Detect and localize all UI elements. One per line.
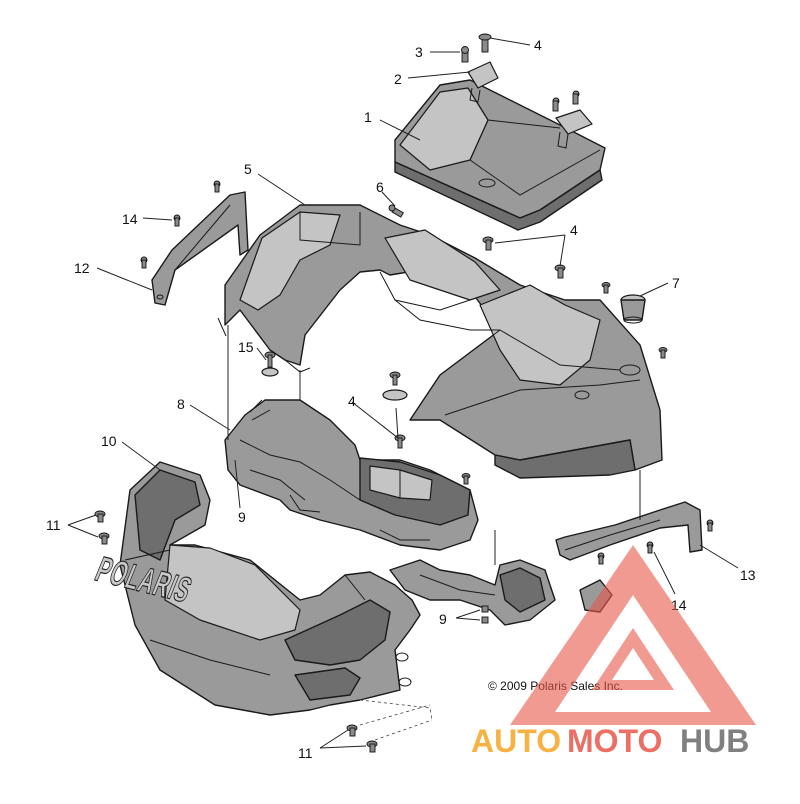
hood-part-1 <box>394 79 606 231</box>
callout-labels: 1 2 3 4 5 6 4 7 14 12 15 8 4 10 9 11 9 1… <box>46 37 756 761</box>
callout-2: 2 <box>394 71 402 87</box>
side-bracket-part-13 <box>555 501 703 561</box>
rivets-part-11-bottom <box>346 724 378 753</box>
screw-washer-part-15 <box>261 351 279 377</box>
callout-11-bottom: 11 <box>298 745 313 761</box>
watermark-text-auto: AUTO <box>471 723 561 759</box>
callout-6: 6 <box>376 179 384 195</box>
hood-hinge-left-part-2 <box>467 61 499 103</box>
front-bumper-part-10: POLARIS <box>90 461 421 716</box>
callout-15: 15 <box>238 339 254 355</box>
callout-13: 13 <box>740 567 756 583</box>
callout-8: 8 <box>177 396 185 412</box>
callout-14-left: 14 <box>122 211 138 227</box>
watermark-logo <box>510 545 756 725</box>
screw-part-3 <box>461 46 469 63</box>
clips-part-9 <box>481 605 489 624</box>
watermark-wordmark: AUTO MOTO HUB <box>471 723 749 759</box>
watermark-triangle-icon <box>510 545 756 725</box>
callout-9-left: 9 <box>238 509 246 525</box>
callout-9-right: 9 <box>439 611 447 627</box>
hood-hinge-right <box>555 109 593 149</box>
fasteners-part-14-left <box>140 180 221 269</box>
callout-4-top: 4 <box>534 37 542 53</box>
callout-5: 5 <box>244 161 252 177</box>
bolt-part-4-top <box>478 33 492 53</box>
callout-1: 1 <box>364 109 372 125</box>
plug-part-7 <box>620 294 646 324</box>
side-bracket-part-12 <box>151 191 249 306</box>
callout-7: 7 <box>672 275 680 291</box>
callout-10: 10 <box>101 433 117 449</box>
watermark-inner-triangle-icon <box>592 628 674 690</box>
front-cab-panel-part-5 <box>217 204 663 479</box>
watermark-text-moto: MOTO <box>567 723 662 759</box>
screw-part-6 <box>388 204 404 218</box>
callout-4-middle: 4 <box>570 222 578 238</box>
leader-lines <box>67 37 739 749</box>
assembly-lines <box>227 325 641 741</box>
bolt-part-4-lower <box>382 371 471 485</box>
bolt-part-4-middle <box>482 236 668 359</box>
callout-3: 3 <box>415 44 423 60</box>
rivets-part-11-top <box>94 510 110 545</box>
storage-tray-part-8 <box>224 399 479 551</box>
hood-hinge-bolts <box>552 90 580 112</box>
callout-4-lower: 4 <box>348 393 356 409</box>
watermark-text-hub: HUB <box>680 723 749 759</box>
fasteners-part-14-right <box>597 519 714 565</box>
callout-11-top: 11 <box>46 517 61 533</box>
lower-bracket-part-9 <box>389 559 556 626</box>
callout-12: 12 <box>74 260 90 276</box>
